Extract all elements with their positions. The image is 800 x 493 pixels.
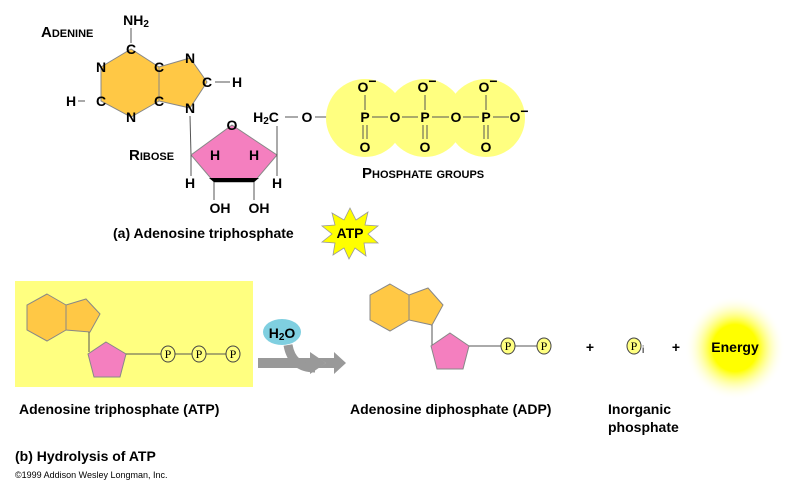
water-label: H2O xyxy=(269,325,296,343)
atom-o: O xyxy=(227,117,238,133)
atom-o: O xyxy=(390,109,401,125)
atom-c: C xyxy=(154,59,164,75)
atom-c: C xyxy=(96,93,106,109)
ribose-pentagon xyxy=(430,332,470,370)
water-bubble xyxy=(263,319,301,345)
atom-h: H xyxy=(272,175,282,191)
atom-o: O xyxy=(360,139,371,155)
atom-o-minus: O− xyxy=(357,73,376,95)
phosphate-label-b: phosphate xyxy=(608,419,679,435)
atom-o: O xyxy=(420,139,431,155)
phosphate-circle: P xyxy=(191,345,207,363)
atom-o-minus: O− xyxy=(417,73,436,95)
nh2-label: NH2 xyxy=(123,12,149,30)
atom-o: O xyxy=(302,109,313,125)
part-b-caption: (b) Hydrolysis of ATP xyxy=(15,448,156,464)
atp-schematic: P P P xyxy=(26,293,241,378)
copyright: ©1999 Addison Wesley Longman, Inc. xyxy=(15,470,168,480)
energy-glow xyxy=(685,296,785,400)
atom-o: O xyxy=(451,109,462,125)
ribose-pentagon xyxy=(190,124,278,183)
phosphate-circle: P xyxy=(160,345,176,363)
phosphate-label: Phosphate groups xyxy=(362,165,484,182)
inorganic-phosphate-symbol: P i xyxy=(626,337,644,356)
atom-o-minus: O− xyxy=(509,103,528,125)
atom-n: N xyxy=(185,50,195,66)
atp-badge-label: ATP xyxy=(337,225,364,241)
atom-h: H xyxy=(210,147,220,163)
atom-o-minus: O− xyxy=(478,73,497,95)
atom-p: P xyxy=(481,109,490,125)
atom-c: C xyxy=(126,41,136,57)
atom-c: C xyxy=(154,93,164,109)
atom-h: H xyxy=(249,147,259,163)
h2c-label: H2C xyxy=(253,109,279,127)
atom-n: N xyxy=(126,109,136,125)
atom-h: H xyxy=(66,93,76,109)
adenine-pentagon xyxy=(408,287,444,326)
atom-p: P xyxy=(360,109,369,125)
adenine-hexagon xyxy=(100,48,160,118)
atom-h: H xyxy=(232,74,242,90)
adenine-hexagon xyxy=(369,283,410,332)
atom-n: N xyxy=(96,59,106,75)
phosphate-circle: P xyxy=(536,337,552,355)
svg-text:P: P xyxy=(165,347,172,361)
adenine-group: NH2 C N C N C H H C C N N Adenine xyxy=(41,12,242,125)
svg-text:i: i xyxy=(642,345,644,356)
atom-oh: OH xyxy=(210,200,231,216)
atom-o: O xyxy=(481,139,492,155)
energy-label: Energy xyxy=(711,339,759,355)
phosphate-groups: P P P O O O− O− O− O− O O O Phosphate gr… xyxy=(326,73,529,182)
part-a-caption: (a) Adenosine triphosphate xyxy=(113,225,294,241)
atom-p: P xyxy=(420,109,429,125)
adenine-pentagon xyxy=(158,57,208,109)
phosphate-circle: P xyxy=(500,337,516,355)
svg-text:P: P xyxy=(631,339,638,353)
phosphate-circle: P xyxy=(225,345,241,363)
ribose-pentagon xyxy=(87,341,127,378)
ribose-label: Ribose xyxy=(129,147,174,164)
svg-text:P: P xyxy=(541,339,548,353)
svg-text:P: P xyxy=(230,347,237,361)
atom-c: C xyxy=(202,74,212,90)
adenine-pentagon xyxy=(65,298,101,333)
adenine-label: Adenine xyxy=(41,24,93,41)
reaction-arrow: H2O xyxy=(258,319,346,374)
adp-label: Adenosine diphosphate (ADP) xyxy=(350,401,551,417)
inorganic-label: Inorganic xyxy=(608,401,671,417)
atom-oh: OH xyxy=(249,200,270,216)
atp-label: Adenosine triphosphate (ATP) xyxy=(19,401,219,417)
ribose-group: O H H H H OH OH H2C O Ribose xyxy=(129,109,357,216)
plus-sign: + xyxy=(586,339,594,355)
plus-sign: + xyxy=(672,339,680,355)
atom-h: H xyxy=(185,175,195,191)
atom-n: N xyxy=(185,100,195,116)
adp-schematic: P P xyxy=(369,283,552,370)
svg-text:P: P xyxy=(196,347,203,361)
atp-starburst: ATP xyxy=(320,207,380,260)
svg-text:P: P xyxy=(505,339,512,353)
